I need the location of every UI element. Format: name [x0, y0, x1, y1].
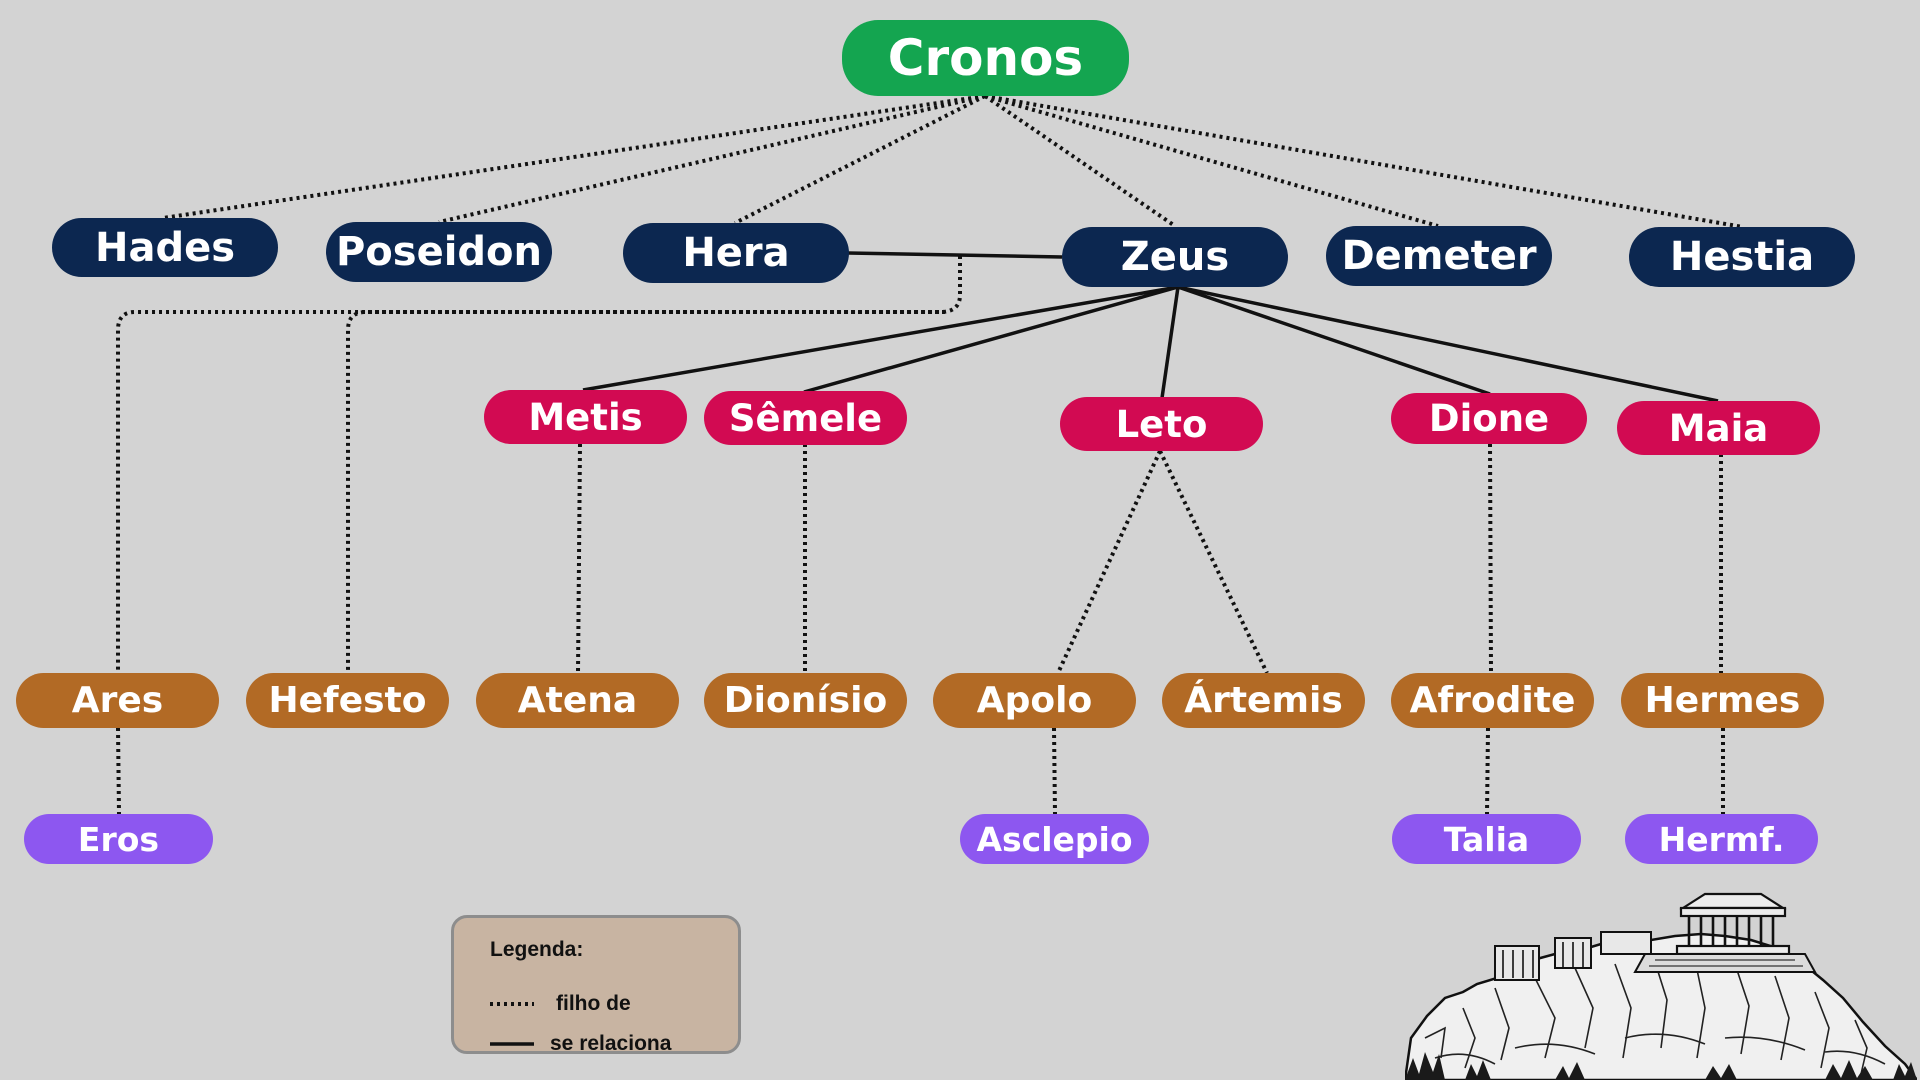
- node-artemis: Ártemis: [1162, 673, 1365, 728]
- node-cronos: Cronos: [842, 20, 1129, 96]
- parent-of-lines: [116, 94, 1744, 815]
- acropolis-illustration: [1405, 892, 1917, 1080]
- node-demeter: Demeter: [1326, 226, 1552, 286]
- legend-dotted-label: filho de: [556, 992, 631, 1015]
- line-leto-artemis: [1158, 450, 1269, 674]
- legend-solid-label: se relaciona: [550, 1032, 672, 1055]
- node-semele: Sêmele: [704, 391, 907, 445]
- node-talia: Talia: [1392, 814, 1581, 864]
- node-ares: Ares: [16, 673, 219, 728]
- node-dionisio: Dionísio: [704, 673, 907, 728]
- legend-title: Legenda:: [490, 938, 584, 961]
- node-afrodite: Afrodite: [1391, 673, 1594, 728]
- line-cronos-poseidon: [438, 94, 986, 224]
- node-hefesto: Hefesto: [246, 673, 449, 728]
- line-cronos-hades: [162, 94, 986, 220]
- legend-swatches: [490, 1002, 534, 1046]
- node-hermf: Hermf.: [1625, 814, 1818, 864]
- line-zeus-leto: [1160, 286, 1180, 399]
- line-ares-eros: [116, 727, 121, 815]
- node-maia: Maia: [1617, 401, 1820, 455]
- line-hera-ares: [116, 256, 962, 672]
- line-apolo-asclepio: [1052, 727, 1057, 815]
- node-hera: Hera: [623, 223, 849, 283]
- node-dione: Dione: [1391, 393, 1587, 444]
- line-cronos-hestia: [984, 94, 1744, 229]
- line-hera-zeus: [847, 251, 1063, 259]
- line-zeus-semele: [803, 285, 1179, 394]
- line-metis-atena: [576, 443, 582, 674]
- node-hermes: Hermes: [1621, 673, 1824, 728]
- node-eros: Eros: [24, 814, 213, 864]
- node-metis: Metis: [484, 390, 687, 444]
- line-hera-hefesto: [346, 310, 945, 672]
- node-atena: Atena: [476, 673, 679, 728]
- legend-box: Legenda: filho de se relaciona: [451, 915, 741, 1055]
- node-hestia: Hestia: [1629, 227, 1855, 287]
- line-cronos-hera: [734, 94, 986, 225]
- line-cronos-zeus: [983, 94, 1177, 228]
- line-zeus-metis: [582, 285, 1179, 392]
- line-afrodite-talia: [1485, 727, 1490, 815]
- node-leto: Leto: [1060, 397, 1263, 451]
- line-leto-apolo: [1056, 450, 1162, 674]
- node-apolo: Apolo: [933, 673, 1136, 728]
- line-zeus-dione: [1177, 285, 1491, 396]
- relationship-lines: [582, 251, 1719, 403]
- node-poseidon: Poseidon: [326, 222, 552, 282]
- node-zeus: Zeus: [1062, 227, 1288, 287]
- line-zeus-maia: [1177, 285, 1719, 403]
- line-dione-afrodite: [1488, 443, 1493, 674]
- line-cronos-demeter: [984, 94, 1439, 228]
- node-hades: Hades: [52, 218, 278, 277]
- node-asclepio: Asclepio: [960, 814, 1149, 864]
